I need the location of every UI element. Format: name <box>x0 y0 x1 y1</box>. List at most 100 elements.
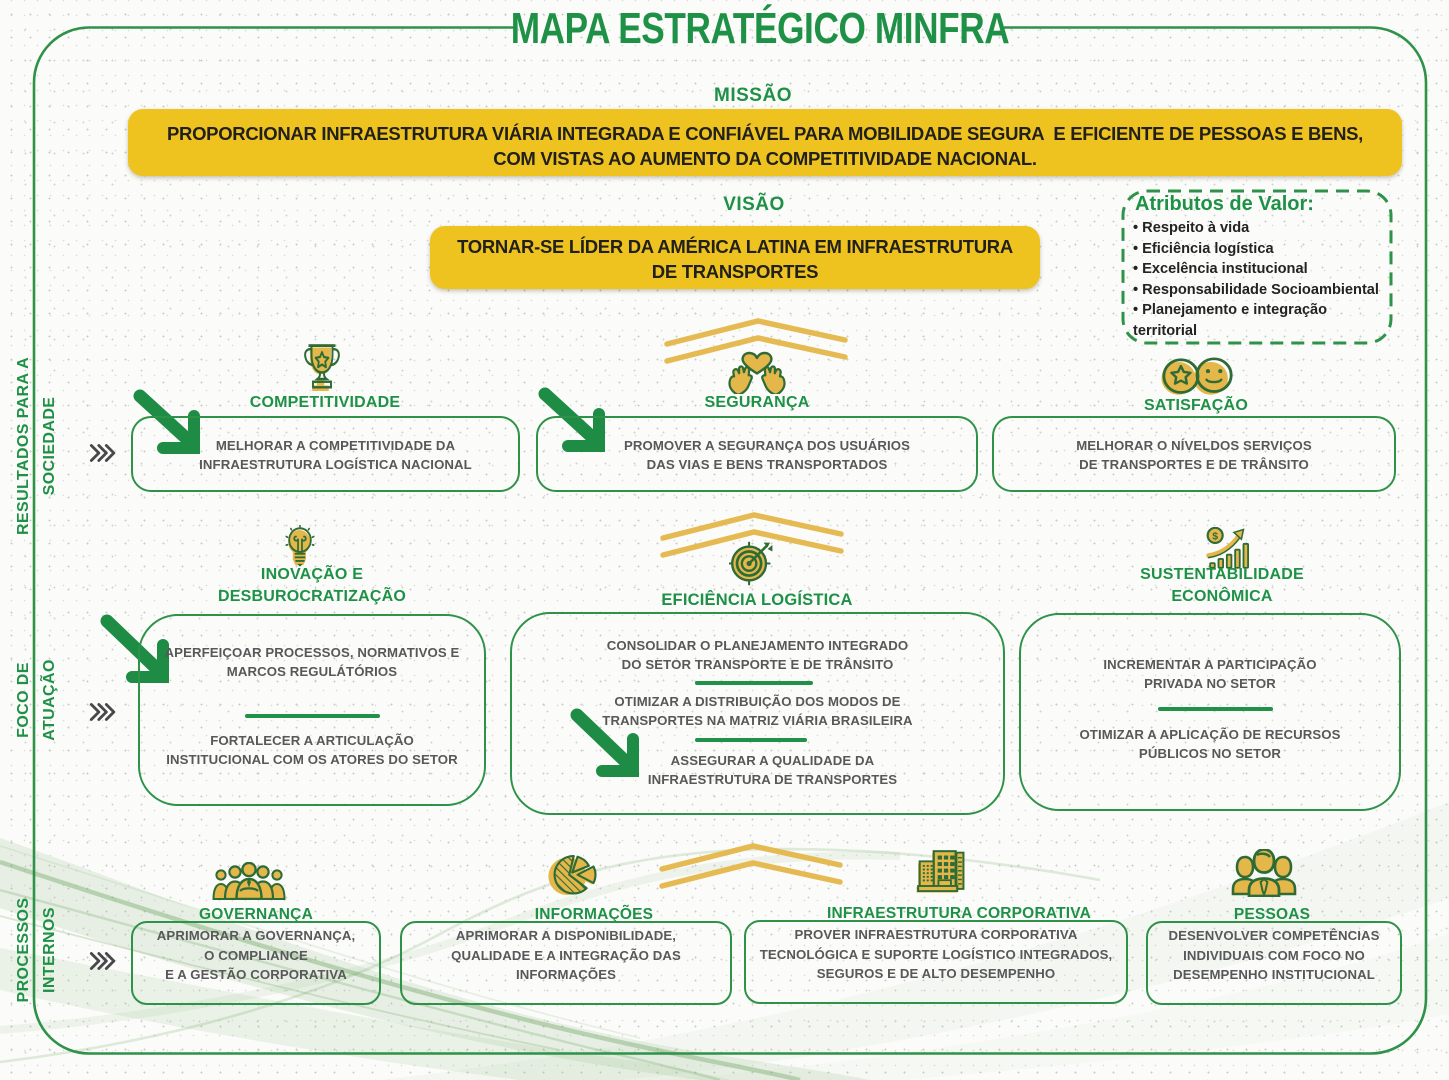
target-dart-icon <box>729 541 773 586</box>
objective-line: INSTITUCIONAL COM OS ATORES DO SETOR <box>166 752 458 767</box>
objective-line: O COMPLIANCE <box>204 947 308 963</box>
row-chevrons-icon <box>89 703 116 721</box>
star-smiley-icon <box>1161 357 1233 395</box>
objective-divider <box>245 714 380 718</box>
objective-box-satisfacao <box>992 416 1396 492</box>
roof-lines-icon <box>660 512 844 558</box>
objective-line: INCREMENTAR A PARTICIPAÇÃO <box>1103 657 1317 672</box>
objective-text-inovacao-1: APERFEIÇOAR PROCESSOS, NORMATIVOS E MARC… <box>158 643 466 681</box>
objective-text-pessoas: DESENVOLVER COMPETÊNCIAS INDIVIDUAIS COM… <box>1156 926 1392 985</box>
pillar-title-line: DESBUROCRATIZAÇÃO <box>218 588 406 605</box>
objective-box-inovacao <box>138 614 486 806</box>
objective-line: E A GESTÃO CORPORATIVA <box>165 967 347 982</box>
pillar-title-infraestrutura: INFRAESTRUTURA CORPORATIVA <box>826 905 1092 922</box>
svg-text:$: $ <box>1212 532 1218 543</box>
objective-line: MELHORAR O NÍVELDOS SERVIÇOS <box>1076 438 1312 453</box>
objective-line: APERFEIÇOAR PROCESSOS, NORMATIVOS E <box>164 645 460 660</box>
row-chevrons-icon <box>89 952 116 970</box>
objective-divider <box>1158 707 1273 711</box>
people-group-icon <box>212 862 286 900</box>
objective-line: DE TRANSPORTES E DE TRÂNSITO <box>1079 457 1309 472</box>
perspective-label-resultados-line2: SOCIEDADE <box>41 396 58 496</box>
objective-text-governanca: APRIMORAR A GOVERNANÇA, O COMPLIANCE E A… <box>141 926 371 985</box>
objective-text-sustentabilidade-2: OTIMIZAR A APLICAÇÃO DE RECURSOS PÚBLICO… <box>1039 725 1381 763</box>
objective-box-infraestrutura <box>744 920 1128 1004</box>
objective-box-seguranca <box>536 416 978 492</box>
perspective-label-foco-line2: ATUAÇÃO <box>41 659 58 741</box>
value-attribute-item: Responsabilidade Socioambiental <box>1133 280 1385 301</box>
objective-text-inovacao-2: FORTALECER A ARTICULAÇÃO INSTITUCIONAL C… <box>158 731 466 769</box>
people-three-icon <box>1231 849 1297 897</box>
objective-text-sustentabilidade-1: INCREMENTAR A PARTICIPAÇÃO PRIVADA NO SE… <box>1039 655 1381 693</box>
objective-box-pessoas <box>1146 921 1402 1005</box>
value-attribute-item: Planejamento e integração territorial <box>1133 300 1385 341</box>
objective-line: OTIMIZAR A DISTRIBUIÇÃO DOS MODOS DE <box>614 694 901 709</box>
mission-text-line2: COM VISTAS AO AUMENTO DA COMPETITIVIDADE… <box>493 148 1037 169</box>
mission-text-line1: PROPORCIONAR INFRAESTRUTURA VIÁRIA INTEG… <box>166 123 1364 144</box>
objective-line: SEGUROS E DE ALTO DESEMPENHO <box>816 966 1056 981</box>
pie-chart-icon <box>548 854 597 895</box>
objective-line: FORTALECER A ARTICULAÇÃO <box>210 733 414 748</box>
objective-line: TECNOLÓGICA E SUPORTE LOGÍSTICO INTEGRAD… <box>759 946 1113 962</box>
objective-line: TRANSPORTES NA MATRIZ VIÁRIA BRASILEIRA <box>602 713 913 728</box>
buildings-icon <box>916 850 965 893</box>
green-arrow-icon <box>100 614 169 683</box>
objective-line: APRIMORAR A DISPONIBILIDADE, <box>455 928 677 943</box>
objective-text-infraestrutura: PROVER INFRAESTRUTURA CORPORATIVA TECNOL… <box>754 925 1118 984</box>
objective-line: OTIMIZAR A APLICAÇÃO DE RECURSOS <box>1079 727 1341 742</box>
objective-text-seguranca: PROMOVER A SEGURANÇA DOS USUÁRIOS DAS VI… <box>576 436 958 474</box>
green-arrow-icon <box>570 708 639 777</box>
pillar-title-competitividade: COMPETITIVIDADE <box>249 394 401 411</box>
mission-label: MISSÃO <box>714 85 792 106</box>
objective-line: MARCOS REGULÁTÓRIOS <box>226 664 398 679</box>
objective-box-informacoes <box>400 921 732 1005</box>
hands-heart-icon <box>728 351 786 394</box>
vision-box: TORNAR-SE LÍDER DA AMÉRICA LATINA EM INF… <box>430 226 1040 289</box>
objective-text-competitividade: MELHORAR A COMPETITIVIDADE DA INFRAESTRU… <box>151 436 520 474</box>
trophy-icon <box>304 344 340 391</box>
objective-line: CONSOLIDAR O PLANEJAMENTO INTEGRADO <box>606 638 909 653</box>
objective-line: PRIVADA NO SETOR <box>1144 676 1276 691</box>
objective-line: PROMOVER A SEGURANÇA DOS USUÁRIOS <box>623 438 911 453</box>
pillar-title-satisfacao: SATISFAÇÃO <box>1144 397 1248 414</box>
pillar-title-sustentabilidade: SUSTENTABILIDADE ECONÔMICA <box>1072 564 1372 608</box>
pillar-title-line: INOVAÇÃO E <box>260 566 364 583</box>
value-attribute-item: Eficiência logística <box>1133 239 1385 260</box>
objective-line: PROVER INFRAESTRUTURA CORPORATIVA <box>794 927 1078 942</box>
objective-line: PÚBLICOS NO SETOR <box>1138 746 1282 761</box>
objective-box-sustentabilidade <box>1019 613 1401 811</box>
objective-divider <box>695 681 813 685</box>
vision-text-line2: DE TRANSPORTES <box>651 261 819 282</box>
objective-line: INFRAESTRUTURA DE TRANSPORTES <box>647 772 898 787</box>
value-attribute-item: Excelência institucional <box>1133 259 1385 280</box>
objective-line: APRIMORAR A GOVERNANÇA, <box>156 928 356 943</box>
perspective-label-resultados-line1: RESULTADOS PARA A <box>15 356 32 536</box>
objective-text-eficiencia-1: CONSOLIDAR O PLANEJAMENTO INTEGRADO DO S… <box>530 636 985 674</box>
objective-line: INDIVIDUAIS COM FOCO NO <box>1183 947 1365 963</box>
objective-line: ASSEGURAR A QUALIDADE DA <box>670 753 875 768</box>
objective-line: DESEMPENHO INSTITUCIONAL <box>1173 967 1375 982</box>
objective-line: DO SETOR TRANSPORTE E DE TRÂNSITO <box>621 657 894 672</box>
pillar-title-line: ECONÔMICA <box>1171 588 1273 605</box>
objective-text-satisfacao: MELHORAR O NÍVELDOS SERVIÇOS DE TRANSPOR… <box>1012 436 1376 474</box>
objective-box-eficiencia <box>510 612 1005 815</box>
value-attributes-title: Atributos de Valor: <box>1135 193 1314 215</box>
lightbulb-icon <box>285 525 315 567</box>
objective-line: DAS VIAS E BENS TRANSPORTADOS <box>646 457 888 472</box>
objective-line: DESENVOLVER COMPETÊNCIAS <box>1168 928 1380 943</box>
pillar-title-seguranca: SEGURANÇA <box>704 394 810 411</box>
roof-lines-icon <box>664 318 848 364</box>
objective-text-informacoes: APRIMORAR A DISPONIBILIDADE, QUALIDADE E… <box>410 926 722 985</box>
objective-line: INFORMAÇÕES <box>515 967 616 982</box>
value-attribute-item: Respeito à vida <box>1133 218 1385 239</box>
perspective-label-processos-line1: PROCESSOS <box>15 897 32 1003</box>
objective-text-eficiencia-3: ASSEGURAR A QUALIDADE DA INFRAESTRUTURA … <box>545 751 1000 789</box>
value-attributes-dashed-border <box>1121 189 1393 345</box>
objective-divider <box>695 738 807 742</box>
vision-text-line1: TORNAR-SE LÍDER DA AMÉRICA LATINA EM INF… <box>457 236 1013 257</box>
pillar-title-eficiencia: EFICIÊNCIA LOGÍSTICA <box>661 591 853 609</box>
green-arrow-icon <box>538 387 605 452</box>
perspective-label-foco-line1: FOCO DE <box>15 662 32 738</box>
value-attributes-box: Atributos de Valor: Respeito à vida Efic… <box>1121 189 1393 345</box>
